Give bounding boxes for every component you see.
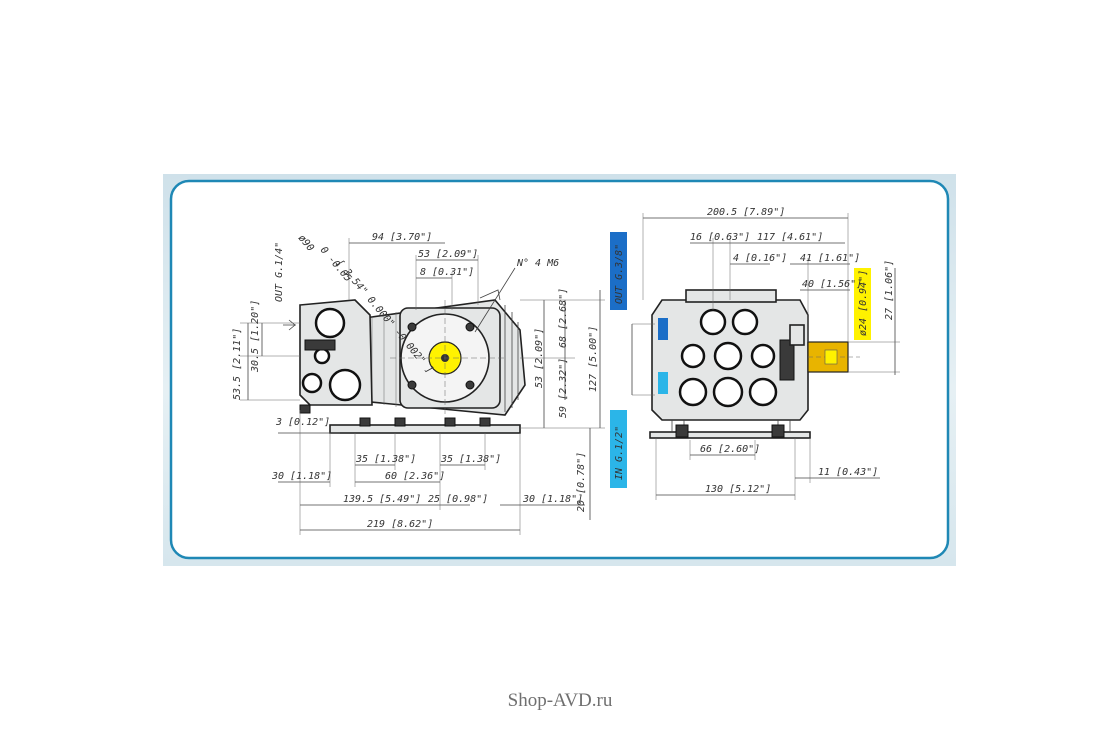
dim-130: 130 [5.12"] <box>705 484 771 495</box>
dim-117: 117 [4.61"] <box>757 232 823 243</box>
tag-out-label: OUT G.3/8" <box>614 244 625 304</box>
dim-200-5: 200.5 [7.89"] <box>707 207 785 218</box>
drawing-frame <box>169 179 950 560</box>
front-dimension-lines <box>631 213 900 500</box>
top-port-left <box>699 308 727 336</box>
out-port <box>314 307 346 339</box>
dim-53-5: 53.5 [2.11"] <box>232 328 243 400</box>
dim-30-right: 30 [1.18"] <box>522 494 583 505</box>
dim-35-right: 35 [1.38"] <box>440 454 501 465</box>
out-side-marker <box>658 318 668 340</box>
dim-11: 11 [0.43"] <box>818 467 878 478</box>
dim-35-left: 35 [1.38"] <box>355 454 416 465</box>
tag-shaft-box <box>854 268 871 340</box>
dim-66: 66 [2.60"] <box>700 444 760 455</box>
dim-59: 59 [2.32"] <box>558 358 569 418</box>
dim-219: 219 [8.62"] <box>367 519 433 530</box>
dim-8: 8 [0.31"] <box>420 267 474 278</box>
dim-53-vertical: 53 [2.09"] <box>534 328 545 388</box>
side-dimension-lines <box>240 238 605 535</box>
top-port-right <box>731 308 759 336</box>
front-view: OUT G.3/8" IN G.1/2" ø24 [0.94"] <box>610 207 900 500</box>
flange-hole-icon <box>465 322 475 332</box>
flange-hole-icon <box>407 322 417 332</box>
tag-out-box <box>610 232 627 310</box>
dim-127: 127 [5.00"] <box>588 326 599 392</box>
tag-in-label: IN G.1/2" <box>614 426 625 480</box>
dim-68: 68 [2.68"] <box>558 288 569 348</box>
port-out-label: OUT G.1/4" <box>274 242 285 302</box>
dim-3: 3 [0.12"] <box>275 417 330 428</box>
tag-in-box <box>610 410 627 488</box>
dim-16: 16 [0.63"] <box>690 232 750 243</box>
dim-30-5: 30.5 [1.20"] <box>250 300 261 373</box>
pump-head <box>283 299 373 414</box>
dim-4: 4 [0.16"] <box>733 253 787 264</box>
in-side-marker <box>658 372 668 394</box>
front-base-plate <box>649 431 811 439</box>
side-view: OUT G.1/4" ø90 0 -0.05 [ 3.54" 0.000" -0… <box>232 232 605 535</box>
in-port <box>328 368 362 402</box>
dim-41: 41 [1.61"] <box>800 253 860 264</box>
dim-25: 25 [0.98"] <box>428 494 488 505</box>
flange-hole-icon <box>407 380 417 390</box>
dim-27: 27 [1.06"] <box>884 260 895 320</box>
dim-40: 40 [1.56"] <box>802 279 862 290</box>
dim-139-5: 139.5 [5.49"] <box>343 494 421 505</box>
dim-20: 20 [0.78"] <box>576 452 587 512</box>
dim-30-left: 30 [1.18"] <box>271 471 332 482</box>
flange-hole-icon <box>465 380 475 390</box>
watermark-text: Shop-AVD.ru <box>507 690 613 711</box>
dim-53: 53 [2.09"] <box>418 249 478 260</box>
mounting-holes-label: N° 4 M6 <box>516 258 559 269</box>
side-base-plate <box>329 424 521 434</box>
dim-94: 94 [3.70"] <box>372 232 432 243</box>
shaft-diameter-front-label: ø24 [0.94"] <box>858 270 869 336</box>
dim-60: 60 [2.36"] <box>385 471 445 482</box>
